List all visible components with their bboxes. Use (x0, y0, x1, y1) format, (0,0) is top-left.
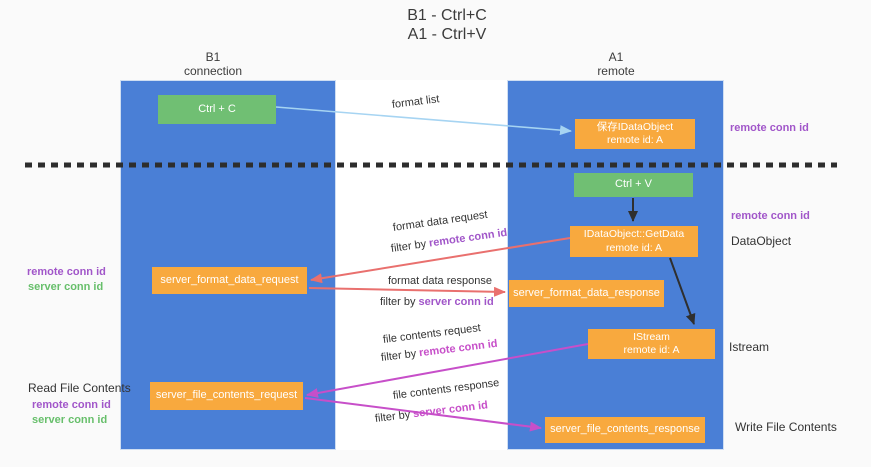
read-file-contents-annotation: Read File Contents (28, 381, 131, 395)
node-server-file-contents-request: server_file_contents_request (150, 382, 303, 410)
node-istream: IStream remote id: A (588, 329, 715, 359)
lane-header-a1: A1 (608, 50, 624, 64)
node-ctrl-c-label: Ctrl + C (198, 102, 236, 115)
server-conn-id-key: server conn id (418, 296, 494, 308)
node-server-file-contents-request-label: server_file_contents_request (155, 389, 298, 402)
remote-conn-id-annotation-top-right: remote conn id (730, 122, 809, 134)
dataobject-annotation: DataObject (731, 234, 792, 248)
node-ctrl-v-label: Ctrl + V (615, 178, 652, 191)
node-server-format-data-request-label: server_format_data_request (160, 273, 299, 286)
node-idataobject-getdata-line2: remote id: A (605, 241, 663, 254)
lane-header-a1-remote: A1 remote (516, 50, 716, 78)
node-idataobject-getdata-line1: IDataObject::GetData (583, 228, 685, 241)
lane-header-connection: connection (183, 64, 243, 78)
lane-header-b1-connection: B1 connection (113, 50, 313, 78)
node-save-idataobject: 保存IDataObject remote id: A (575, 119, 695, 149)
node-server-file-contents-response: server_file_contents_response (545, 417, 705, 443)
node-server-format-data-request: server_format_data_request (152, 267, 307, 294)
node-save-idataobject-line2: remote id: A (606, 134, 664, 146)
title-line-1: B1 - Ctrl+C (407, 7, 487, 24)
istream-annotation: Istream (729, 340, 770, 354)
server-conn-id-annotation-mid-left: server conn id (28, 281, 104, 293)
remote-conn-id-annotation-bottom-left: remote conn id (32, 399, 111, 411)
title-line-2: A1 - Ctrl+V (407, 26, 487, 43)
write-file-contents-annotation: Write File Contents (735, 420, 837, 434)
node-server-format-data-response-label: server_format_data_response (513, 286, 660, 299)
node-ctrl-v: Ctrl + V (574, 173, 693, 197)
lane-header-b1: B1 (205, 50, 221, 64)
node-idataobject-getdata: IDataObject::GetData remote id: A (570, 226, 698, 257)
filter-by-text: filter by (380, 296, 416, 308)
node-save-idataobject-line1: 保存IDataObject (596, 120, 674, 133)
lane-header-remote: remote (597, 64, 635, 78)
node-server-file-contents-response-label: server_file_contents_response (550, 423, 700, 436)
remote-conn-id-annotation-mid-left: remote conn id (27, 266, 106, 278)
node-istream-line2: remote id: A (623, 344, 680, 356)
node-ctrl-c: Ctrl + C (158, 95, 276, 124)
remote-conn-id-annotation-mid-right: remote conn id (731, 210, 810, 222)
server-conn-id-annotation-bottom-left: server conn id (32, 414, 108, 426)
diagram-title: B1 - Ctrl+C A1 - Ctrl+V (347, 6, 547, 44)
format-data-response-label: format data response (388, 275, 492, 287)
node-istream-line1: IStream (633, 330, 670, 343)
node-server-format-data-response: server_format_data_response (509, 280, 664, 307)
